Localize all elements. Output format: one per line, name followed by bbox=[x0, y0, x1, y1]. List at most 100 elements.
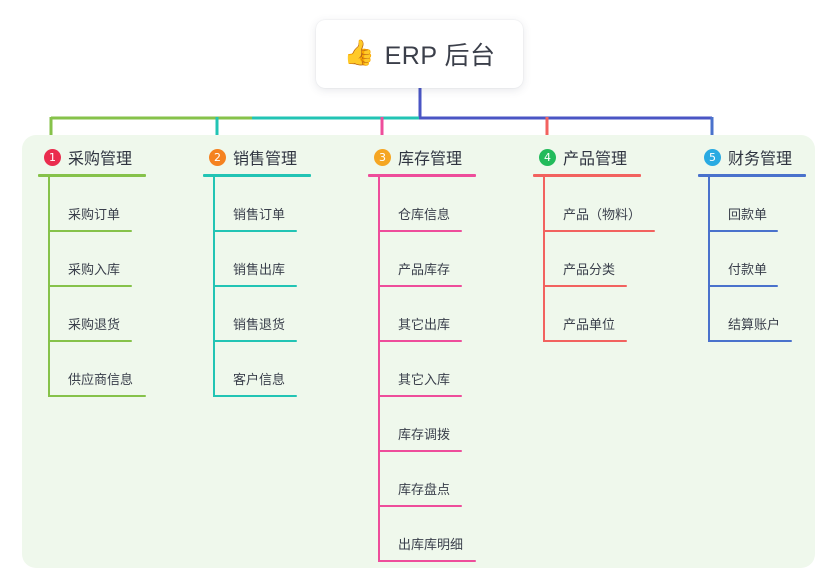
root-title: ERP 后台 bbox=[384, 42, 496, 70]
branch-item-label: 仓库信息 bbox=[398, 207, 451, 222]
branch-item-rule bbox=[213, 395, 297, 397]
branch-item[interactable]: 产品单位 bbox=[533, 287, 641, 342]
branch-title-2: 销售管理 bbox=[233, 151, 298, 168]
branch-item-rule bbox=[378, 230, 462, 232]
branch-column-5: 5 财务管理回款单付款单结算账户 bbox=[698, 145, 806, 342]
branch-item-label: 库存盘点 bbox=[398, 482, 451, 497]
branch-title-4: 产品管理 bbox=[563, 151, 628, 168]
branch-badge-5: 5 bbox=[704, 148, 721, 166]
branch-spine-1 bbox=[48, 177, 50, 397]
branch-spine-5 bbox=[708, 177, 710, 342]
branch-item[interactable]: 采购退货 bbox=[38, 287, 146, 342]
branch-header-rule-5 bbox=[698, 174, 806, 177]
branch-title-3: 库存管理 bbox=[398, 151, 463, 168]
branch-item-rule bbox=[378, 395, 462, 397]
branch-item-label: 回款单 bbox=[728, 207, 768, 222]
branch-item-rule bbox=[378, 450, 462, 452]
branch-item-rule bbox=[708, 230, 778, 232]
branch-badge-1: 1 bbox=[44, 148, 61, 166]
branch-spine-2 bbox=[213, 177, 215, 397]
branch-item-rule bbox=[48, 340, 132, 342]
branch-header-1[interactable]: 1 采购管理 bbox=[38, 145, 146, 169]
branch-item-label: 销售退货 bbox=[233, 317, 286, 332]
branch-item[interactable]: 库存盘点 bbox=[368, 452, 476, 507]
branch-item-label: 产品（物料） bbox=[563, 207, 642, 222]
branch-item-rule bbox=[48, 285, 132, 287]
branch-badge-4: 4 bbox=[539, 148, 556, 166]
branch-item[interactable]: 回款单 bbox=[698, 177, 806, 232]
branch-item[interactable]: 供应商信息 bbox=[38, 342, 146, 397]
branch-items-4: 产品（物料） 产品分类产品单位 bbox=[533, 177, 655, 342]
branch-items-5: 回款单付款单结算账户 bbox=[698, 177, 806, 342]
branch-item-label: 产品单位 bbox=[563, 317, 616, 332]
branch-item-rule bbox=[378, 340, 462, 342]
branch-item-rule bbox=[213, 340, 297, 342]
branch-item[interactable]: 其它出库 bbox=[368, 287, 476, 342]
branch-item-rule bbox=[543, 340, 627, 342]
root-node[interactable]: 👍 ERP 后台 bbox=[316, 20, 523, 88]
branch-item-label: 采购订单 bbox=[68, 207, 121, 222]
branch-item-rule bbox=[708, 340, 792, 342]
branch-column-1: 1 采购管理采购订单采购入库采购退货供应商信息 bbox=[38, 145, 146, 397]
branch-header-5[interactable]: 5 财务管理 bbox=[698, 145, 806, 169]
branch-item-label: 销售订单 bbox=[233, 207, 286, 222]
branch-item-rule bbox=[543, 285, 627, 287]
branch-item-label: 其它入库 bbox=[398, 372, 451, 387]
branch-item-rule bbox=[48, 230, 132, 232]
branch-column-3: 3 库存管理仓库信息产品库存其它出库其它入库库存调拨库存盘点出库库明细 bbox=[368, 145, 476, 562]
branch-item[interactable]: 销售出库 bbox=[203, 232, 311, 287]
branches-panel bbox=[22, 135, 815, 568]
branch-item-rule bbox=[708, 285, 778, 287]
branch-item-rule bbox=[378, 285, 462, 287]
branch-item-rule bbox=[48, 395, 146, 397]
branch-badge-3: 3 bbox=[374, 148, 391, 166]
branch-badge-2: 2 bbox=[209, 148, 226, 166]
branch-item-label: 库存调拨 bbox=[398, 427, 451, 442]
branch-header-3[interactable]: 3 库存管理 bbox=[368, 145, 476, 169]
branch-item-rule bbox=[378, 560, 476, 562]
branch-spine-4 bbox=[543, 177, 545, 342]
branch-items-1: 采购订单采购入库采购退货供应商信息 bbox=[38, 177, 146, 397]
branch-item[interactable]: 结算账户 bbox=[698, 287, 806, 342]
branch-item[interactable]: 采购入库 bbox=[38, 232, 146, 287]
branch-item[interactable]: 销售退货 bbox=[203, 287, 311, 342]
branch-item-label: 客户信息 bbox=[233, 372, 286, 387]
branch-item-label: 付款单 bbox=[728, 262, 768, 277]
branch-item-label: 其它出库 bbox=[398, 317, 451, 332]
branch-item-rule bbox=[213, 230, 297, 232]
branch-header-rule-3 bbox=[368, 174, 476, 177]
branch-item[interactable]: 库存调拨 bbox=[368, 397, 476, 452]
branch-header-rule-1 bbox=[38, 174, 146, 177]
branch-column-4: 4 产品管理产品（物料） 产品分类产品单位 bbox=[533, 145, 655, 342]
branch-items-2: 销售订单销售出库销售退货客户信息 bbox=[203, 177, 311, 397]
branch-spine-3 bbox=[378, 177, 380, 562]
branch-title-5: 财务管理 bbox=[728, 151, 793, 168]
branch-item-label: 采购入库 bbox=[68, 262, 121, 277]
branch-items-3: 仓库信息产品库存其它出库其它入库库存调拨库存盘点出库库明细 bbox=[368, 177, 476, 562]
branch-item[interactable]: 其它入库 bbox=[368, 342, 476, 397]
branch-item-rule bbox=[378, 505, 462, 507]
branch-item[interactable]: 销售订单 bbox=[203, 177, 311, 232]
branch-item[interactable]: 出库库明细 bbox=[368, 507, 476, 562]
branch-item-rule bbox=[543, 230, 655, 232]
branch-item[interactable]: 产品分类 bbox=[533, 232, 641, 287]
branch-item-label: 出库库明细 bbox=[398, 537, 464, 552]
branch-item-label: 产品分类 bbox=[563, 262, 616, 277]
branch-item-rule bbox=[213, 285, 297, 287]
branch-item[interactable]: 产品（物料） bbox=[533, 177, 655, 232]
branch-item[interactable]: 产品库存 bbox=[368, 232, 476, 287]
branch-item-label: 销售出库 bbox=[233, 262, 286, 277]
branch-header-rule-4 bbox=[533, 174, 641, 177]
branch-title-1: 采购管理 bbox=[68, 151, 133, 168]
branch-item-label: 结算账户 bbox=[728, 317, 781, 332]
branch-item-label: 产品库存 bbox=[398, 262, 451, 277]
branch-item[interactable]: 客户信息 bbox=[203, 342, 311, 397]
branch-item[interactable]: 采购订单 bbox=[38, 177, 146, 232]
branch-header-2[interactable]: 2 销售管理 bbox=[203, 145, 311, 169]
branch-item-label: 供应商信息 bbox=[68, 372, 134, 387]
branch-item[interactable]: 付款单 bbox=[698, 232, 806, 287]
branch-header-4[interactable]: 4 产品管理 bbox=[533, 145, 641, 169]
branch-item[interactable]: 仓库信息 bbox=[368, 177, 476, 232]
thumbs-up-icon: 👍 bbox=[343, 38, 375, 67]
